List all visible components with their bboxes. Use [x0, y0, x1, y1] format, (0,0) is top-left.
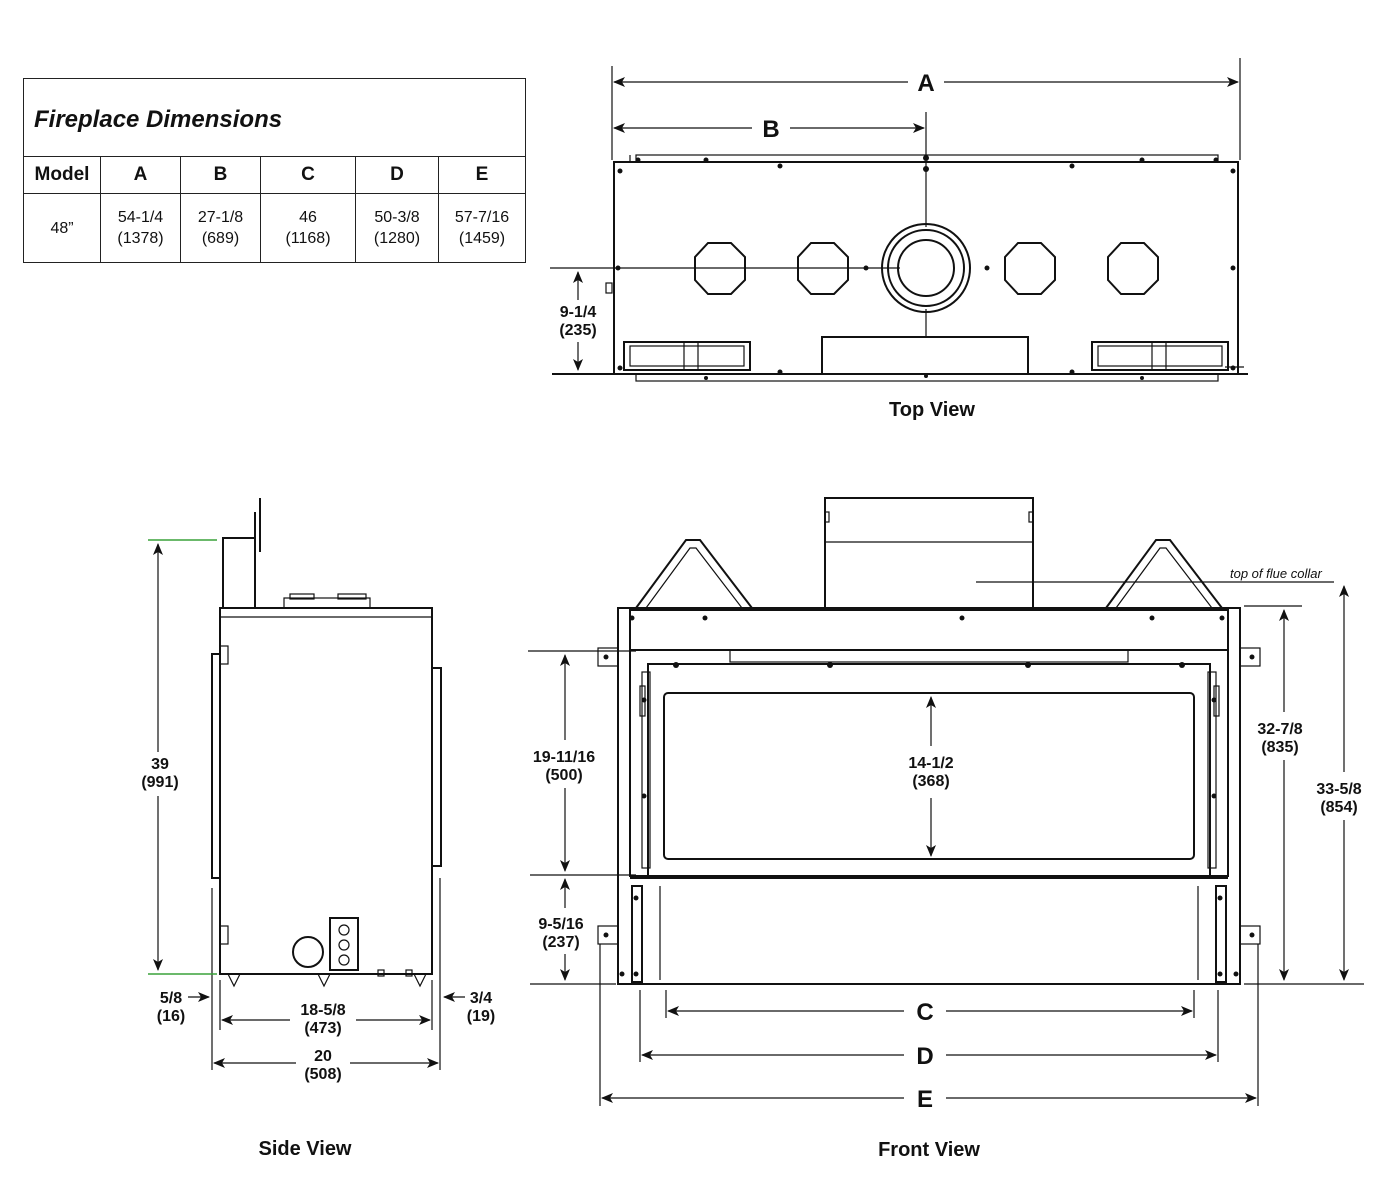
cell-c: 46 (1168) — [260, 193, 356, 263]
side-flue — [222, 537, 256, 609]
front-nailing-tab — [597, 647, 619, 667]
front-lower-in: 9-5/16 — [538, 916, 583, 933]
header-d: D — [355, 156, 439, 194]
cell-e-mm: (1459) — [458, 230, 506, 247]
front-body-outline — [617, 607, 1241, 985]
front-label-e: E — [917, 1086, 933, 1113]
front-upper-mm: (500) — [545, 767, 582, 784]
front-flue-height-in: 33-5/8 — [1316, 781, 1361, 798]
side-height-in: 39 — [151, 756, 169, 773]
front-flue-height-mm: (854) — [1320, 799, 1357, 816]
top-knockout-4 — [1107, 242, 1159, 295]
top-view-caption: Top View — [889, 399, 975, 421]
cell-c-mm: (1168) — [285, 230, 331, 247]
side-overall-width-mm: (508) — [304, 1066, 341, 1083]
side-height-mm: (991) — [141, 774, 178, 791]
top-depth-in: 9-1/4 — [560, 304, 597, 321]
side-right-offset-mm: (19) — [467, 1008, 495, 1025]
top-depth-mm: (235) — [559, 322, 596, 339]
front-label-c: C — [916, 999, 933, 1026]
front-firebox — [647, 663, 1211, 877]
cell-b: 27-1/8 (689) — [180, 193, 261, 263]
dimensions-table: Fireplace Dimensions Model A B C D E 48”… — [23, 78, 526, 263]
top-knockout-1 — [694, 242, 746, 295]
front-flue-collar — [824, 497, 1034, 609]
cell-c-in: 46 — [299, 209, 317, 226]
front-glass-in: 14-1/2 — [908, 755, 953, 772]
cell-b-in: 27-1/8 — [197, 209, 244, 226]
front-body-height-in: 32-7/8 — [1257, 721, 1302, 738]
top-label-b: B — [762, 116, 779, 143]
cell-d: 50-3/8 (1280) — [355, 193, 439, 263]
top-center-panel — [821, 336, 1029, 375]
cell-d-in: 50-3/8 — [374, 209, 420, 226]
front-glass-opening — [663, 692, 1195, 860]
top-knockout-2 — [797, 242, 849, 295]
front-label-d: D — [916, 1043, 933, 1070]
table-row: 48” 54-1/4 (1378) 27-1/8 (689) 46 (1168) 50… — [23, 193, 526, 263]
side-left-offset-in: 5/8 — [160, 990, 182, 1007]
top-label-a: A — [917, 70, 934, 97]
front-glass-mm: (368) — [912, 773, 949, 790]
side-gas-opening — [292, 936, 324, 968]
top-bracket-left — [623, 341, 751, 371]
front-view: top of flue collar — [528, 497, 1364, 1161]
cell-model: 48” — [23, 193, 101, 263]
cell-a: 54-1/4 (1378) — [100, 193, 181, 263]
cell-e-in: 57-7/16 — [454, 209, 510, 226]
cell-d-mm: (1280) — [373, 230, 421, 247]
cell-a-mm: (1378) — [117, 230, 164, 247]
front-body-height-mm: (835) — [1261, 739, 1298, 756]
top-view: A B — [550, 58, 1248, 421]
cell-b-mm: (689) — [201, 230, 240, 247]
side-inner-width-in: 18-5/8 — [300, 1002, 345, 1019]
front-top-header — [629, 609, 1229, 651]
front-upper-in: 19-11/16 — [533, 749, 595, 766]
side-left-offset-mm: (16) — [157, 1008, 185, 1025]
side-view-caption: Side View — [258, 1138, 351, 1160]
cell-a-in: 54-1/4 — [117, 209, 164, 226]
side-inner-width-mm: (473) — [304, 1020, 341, 1037]
front-view-caption: Front View — [878, 1139, 980, 1161]
top-knockout-3 — [1004, 242, 1056, 295]
header-e: E — [438, 156, 526, 194]
side-body-outline — [219, 607, 433, 975]
top-bracket-right — [1091, 341, 1229, 371]
side-view: 39 (991) 5/8 (16) 3/4 (19) 18-5/8 (473) … — [141, 498, 495, 1160]
front-flue-note: top of flue collar — [1230, 566, 1322, 581]
cell-e: 57-7/16 (1459) — [438, 193, 526, 263]
front-lower-mm: (237) — [542, 934, 579, 951]
side-overall-width-in: 20 — [314, 1048, 332, 1065]
side-right-offset-in: 3/4 — [470, 990, 492, 1007]
side-junction-box — [329, 917, 359, 971]
